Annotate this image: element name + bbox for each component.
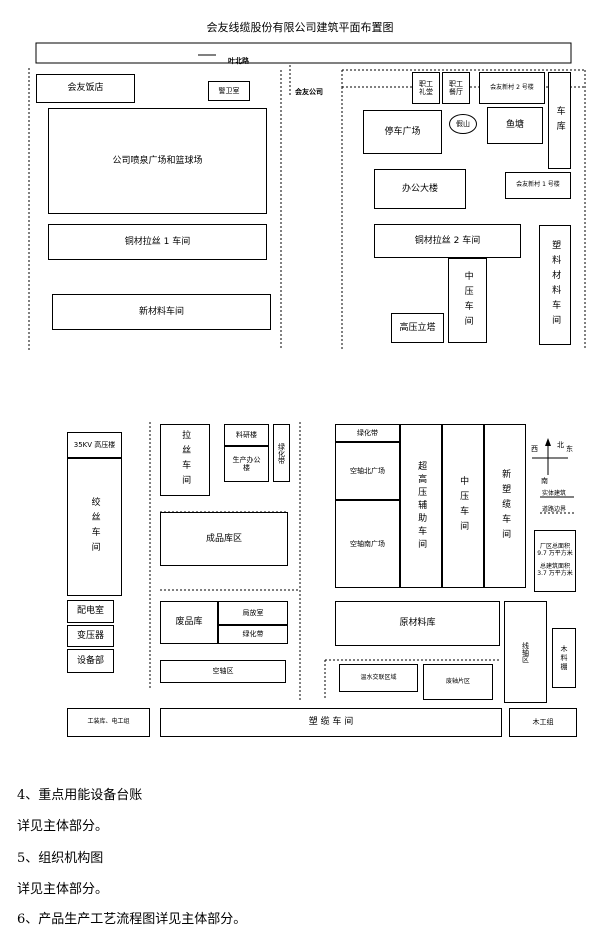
new-plastic-cable-workshop: 新塑缆车间 xyxy=(484,424,526,588)
road-label: 叶北路 xyxy=(228,57,249,65)
compass-west: 西 xyxy=(531,445,538,453)
kv35-building: 35KV 高压楼 xyxy=(67,432,122,458)
section-6-heading: 6、产品生产工艺流程图详见主体部分。 xyxy=(17,912,247,927)
spool-area: 线轴区 xyxy=(504,601,547,703)
green-belt-2: 绿化带 xyxy=(335,424,400,442)
mid-pressure-workshop-top: 中压车间 xyxy=(448,258,487,343)
plan-title: 会友线缆股份有限公司建筑平面布置图 xyxy=(206,21,394,34)
power-room: 配电室 xyxy=(67,600,114,623)
compass-north: 北 xyxy=(557,441,564,449)
garage: 车库 xyxy=(548,72,571,169)
copper-drawing-workshop-2: 铜材拉丝 2 车间 xyxy=(374,224,521,258)
guard-room: 警卫室 xyxy=(208,81,250,101)
axis-north-plaza: 空轴北广场 xyxy=(335,442,400,500)
fountain-plaza: 公司喷泉广场和篮球场 xyxy=(48,108,267,214)
gate-label: 会友公司 xyxy=(295,88,323,96)
drawing-workshop: 拉丝车间 xyxy=(160,424,210,496)
legend-dashed: 道路边界 xyxy=(542,506,567,513)
legend-solid: 实体建筑 xyxy=(542,490,567,497)
hv-tower: 高压立塔 xyxy=(391,313,444,343)
section-5-body: 详见主体部分。 xyxy=(17,882,109,897)
section-5-heading: 5、组织机构图 xyxy=(17,851,104,866)
staff-canteen: 职工餐厅 xyxy=(442,72,470,104)
new-material-workshop: 新材料车间 xyxy=(52,294,271,330)
staff-hall: 职工礼堂 xyxy=(412,72,440,104)
equipment-dept: 设备部 xyxy=(67,649,114,673)
plastic-cable-workshop: 塑 缆 车 间 xyxy=(160,708,502,737)
fish-pond: 鱼塘 xyxy=(487,107,543,144)
production-office: 生产办公楼 xyxy=(224,446,269,482)
twisting-workshop: 绞丝车间 xyxy=(67,458,122,596)
partial-discharge-room: 局放室 xyxy=(218,601,288,625)
waste-warehouse: 废品库 xyxy=(160,601,218,644)
restaurant: 会友饭店 xyxy=(36,74,135,103)
raw-material-warehouse: 原材料库 xyxy=(335,601,500,646)
section-4-heading: 4、重点用能设备台账 xyxy=(17,788,143,803)
legend-site-area: 厂区总面积 9.7 万平方米 xyxy=(537,543,573,558)
compass-east: 东 xyxy=(566,445,573,453)
lab-building: 料研楼 xyxy=(224,424,269,446)
green-belt-3: 绿化带 xyxy=(218,625,288,644)
rockery: 假山 xyxy=(449,114,477,134)
green-belt-1: 绿化带 xyxy=(273,424,290,482)
ultra-hv-aux-workshop: 超高压辅助车间 xyxy=(400,424,442,588)
compass-south: 南 xyxy=(541,477,548,485)
office-building: 办公大楼 xyxy=(374,169,466,209)
carpentry-room: 木工组 xyxy=(509,708,577,737)
section-4-body: 详见主体部分。 xyxy=(17,819,109,834)
plastic-material-workshop: 塑料材料车间 xyxy=(539,225,571,345)
warm-water-crosslink-area: 温水交联区域 xyxy=(339,664,418,692)
wood-shed: 木料棚 xyxy=(552,628,576,688)
transformer: 变压器 xyxy=(67,625,114,647)
parking-plaza: 停车广场 xyxy=(363,110,442,154)
empty-spool-area: 空轴区 xyxy=(160,660,286,683)
mid-pressure-workshop-bottom: 中压车间 xyxy=(442,424,484,588)
tooling-electrician-room: 工装库、电工组 xyxy=(67,708,150,737)
finished-goods-warehouse: 成品库区 xyxy=(160,512,288,566)
axis-south-plaza: 空轴南广场 xyxy=(335,500,400,588)
copper-drawing-workshop-1: 铜材拉丝 1 车间 xyxy=(48,224,267,260)
waste-spool-area: 废轴片区 xyxy=(423,664,493,700)
village-building-1: 会友新村 1 号楼 xyxy=(505,172,571,199)
village-building-2: 会友新村 2 号楼 xyxy=(479,72,545,104)
legend-building-area: 总建筑面积 3.7 万平方米 xyxy=(537,563,573,577)
